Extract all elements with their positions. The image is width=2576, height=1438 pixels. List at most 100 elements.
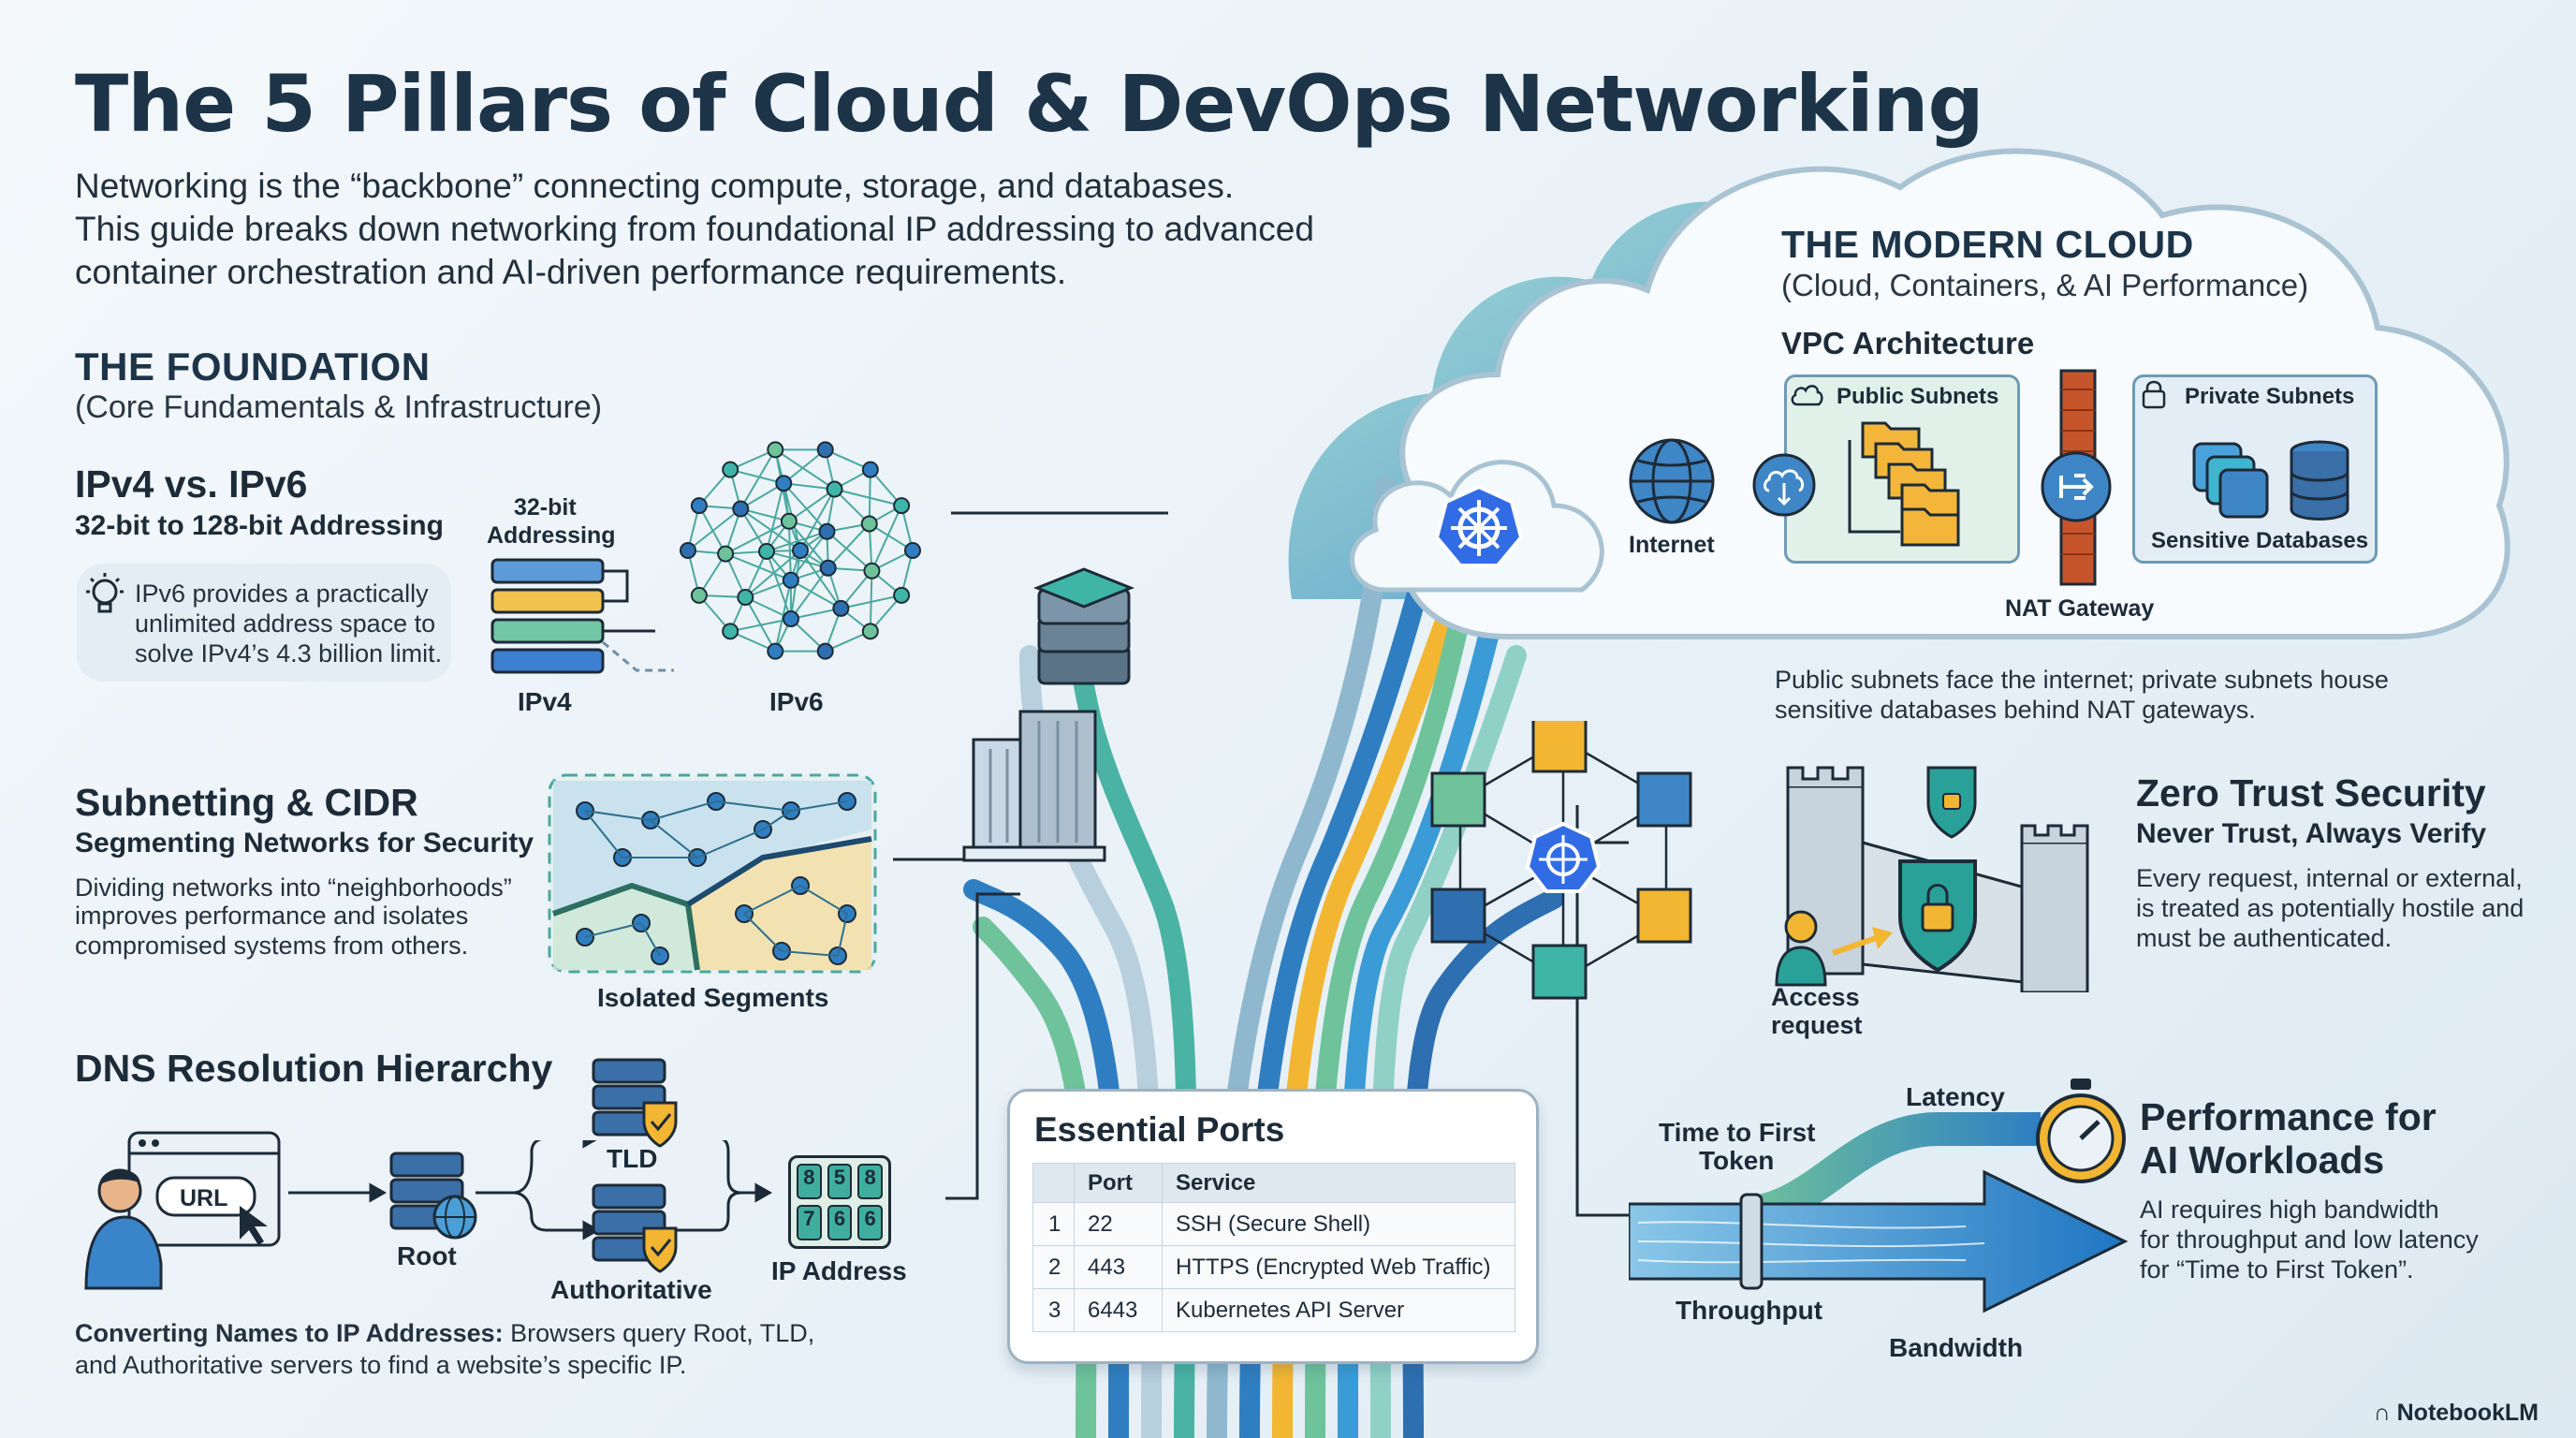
row-index: 1 [1032, 1202, 1075, 1246]
mesh-node [680, 542, 696, 559]
ai-throughput-pipes-icon [1629, 1112, 2129, 1313]
bits-label-line-2: Addressing [487, 522, 616, 549]
internet-label: Internet [1629, 532, 1715, 558]
ipv-subtitle: 32-bit to 128-bit Addressing [75, 510, 444, 541]
table-row: 3 6443 Kubernetes API Server [1032, 1288, 1515, 1332]
folder-stack-icon [1848, 421, 1960, 547]
mesh-node [732, 500, 750, 518]
intro-line-3: container orchestration and AI-driven pe… [75, 253, 1067, 291]
vpc-desc-line-2: sensitive databases behind NAT gateways. [1775, 696, 2256, 724]
mesh-node [861, 623, 879, 640]
mesh-node [758, 542, 776, 560]
intro-text: Networking is the “backbone” connecting … [75, 165, 1314, 294]
mesh-node [767, 642, 784, 660]
nat-gateway-label: NAT Gateway [2005, 595, 2155, 622]
sensitive-databases-label: Sensitive Databases [2151, 528, 2369, 553]
ipv4-label: IPv4 [518, 687, 572, 716]
kubernetes-cluster-icon [1430, 721, 1692, 1000]
keypad-key: 5 [827, 1164, 853, 1199]
cloud-icon [1791, 385, 1823, 406]
subnet-desc-line-1: Dividing networks into “neighborhoods” [75, 873, 512, 902]
mesh-node [782, 571, 799, 589]
ipv-tip-box [77, 564, 451, 682]
ipv6-label: IPv6 [769, 687, 824, 716]
brand-label: NotebookLM [2396, 1400, 2539, 1426]
ai-desc-line-1: AI requires high bandwidth [2140, 1196, 2439, 1224]
mesh-node [717, 545, 735, 563]
row-service: SSH (Secure Shell) [1162, 1202, 1515, 1246]
ai-desc-line-2: for throughput and low latency [2140, 1225, 2479, 1254]
ip-address-label: IP Address [771, 1256, 907, 1285]
ipv-tip-line-1: IPv6 provides a practically [135, 580, 429, 608]
server-stack-icon [1032, 567, 1135, 685]
mesh-node [690, 586, 708, 604]
castle-shield-icon [1786, 766, 2089, 992]
zero-trust-desc-line-2: is treated as potentially hostile and [2136, 894, 2525, 922]
mesh-node [816, 441, 834, 459]
isolated-segments-label: Isolated Segments [597, 983, 829, 1012]
bandwidth-label: Bandwidth [1889, 1333, 2024, 1362]
intro-line-2: This guide breaks down networking from f… [75, 210, 1314, 248]
modern-subheading: (Cloud, Containers, & AI Performance) [1781, 268, 2309, 302]
root-label: Root [397, 1241, 457, 1270]
throughput-label: Throughput [1676, 1296, 1823, 1325]
mesh-node [818, 522, 836, 540]
mesh-node [860, 515, 878, 533]
mesh-node [737, 589, 754, 607]
intro-line-1: Networking is the “backbone” connecting … [75, 167, 1235, 205]
row-port: 443 [1074, 1245, 1163, 1289]
ports-title: Essential Ports [1034, 1110, 1285, 1149]
subnet-title: Subnetting & CIDR [75, 781, 418, 824]
mesh-node [767, 441, 784, 459]
stopwatch-icon [2036, 1078, 2126, 1183]
dns-title: DNS Resolution Hierarchy [75, 1047, 553, 1090]
authoritative-server-icon [592, 1183, 678, 1273]
ports-header-port: Port [1074, 1163, 1163, 1203]
keypad-key: 6 [827, 1205, 853, 1240]
database-stack-icon [2192, 440, 2349, 521]
lightbulb-icon [86, 573, 124, 613]
row-index: 3 [1032, 1288, 1075, 1332]
keypad-key: 6 [857, 1205, 883, 1240]
ports-header-index [1032, 1163, 1075, 1203]
private-subnets-label: Private Subnets [2185, 384, 2355, 409]
subnet-desc-line-2: improves performance and isolates [75, 902, 469, 930]
zero-trust-subtitle: Never Trust, Always Verify [2136, 818, 2487, 849]
vpc-title: VPC Architecture [1781, 326, 2035, 360]
internet-globe-icon [1629, 438, 1715, 524]
mesh-node [832, 599, 850, 617]
keypad-key: 8 [797, 1164, 822, 1199]
mesh-node [904, 542, 921, 559]
ipv6-mesh-network-icon [680, 441, 921, 660]
user-request-icon [1775, 910, 1893, 987]
ipv4-address-bars-icon [490, 558, 674, 674]
mesh-node [780, 512, 798, 530]
isolated-segments-icon [548, 773, 877, 974]
zero-trust-title: Zero Trust Security [2136, 771, 2486, 814]
mesh-node [775, 475, 793, 492]
dns-desc-line-1: Converting Names to IP Addresses: Browse… [75, 1318, 814, 1348]
tld-label: TLD [607, 1144, 658, 1173]
table-row: 2 443 HTTPS (Encrypted Web Traffic) [1032, 1245, 1515, 1289]
browser-user-icon [84, 1131, 281, 1290]
row-service: HTTPS (Encrypted Web Traffic) [1162, 1245, 1515, 1289]
lock-icon [2142, 380, 2166, 409]
essential-ports-card: Essential Ports Port Service 1 22 SSH (S… [1007, 1089, 1539, 1364]
mesh-node [722, 461, 739, 478]
foundation-subheading: (Core Fundamentals & Infrastructure) [75, 389, 603, 425]
keypad-key: 8 [857, 1164, 883, 1199]
ip-keypad-icon: 8 5 8 7 6 6 [788, 1155, 891, 1249]
mesh-node [861, 461, 879, 478]
tld-server-icon [592, 1058, 678, 1148]
ports-header-service: Service [1162, 1163, 1515, 1203]
url-label: URL [180, 1185, 228, 1211]
ipv-tip-line-2: unlimited address space to [135, 609, 436, 638]
datacenter-building-icon [962, 710, 1106, 862]
page-title: The 5 Pillars of Cloud & DevOps Networki… [75, 58, 1984, 150]
notebooklm-brand: ∩ NotebookLM [2374, 1400, 2539, 1427]
ports-table: Port Service 1 22 SSH (Secure Shell) 2 4… [1032, 1163, 1515, 1332]
authoritative-label: Authoritative [550, 1275, 712, 1304]
row-port: 22 [1074, 1202, 1163, 1246]
keypad-key: 7 [797, 1205, 822, 1240]
ai-desc-line-3: for “Time to First Token”. [2140, 1255, 2414, 1284]
